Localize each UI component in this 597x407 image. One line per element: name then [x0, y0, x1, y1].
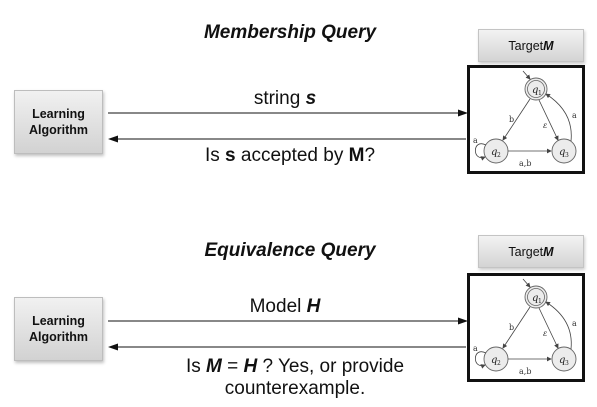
- state-q2-label: q: [491, 355, 497, 366]
- state-q3-label: q: [559, 147, 565, 158]
- membership-answer-label: Is s accepted by M?: [204, 145, 376, 166]
- svg-text:1: 1: [538, 298, 542, 305]
- svg-text:a,b: a,b: [519, 367, 531, 376]
- learner-label-line2: Algorithm: [28, 123, 89, 137]
- equivalence-answer-label: Is M = H ? Yes, or provide counterexampl…: [185, 356, 405, 399]
- dfa-diagram: q 1 q 2 q 3 b ε a a a,b: [473, 70, 577, 168]
- svg-text:a: a: [473, 344, 478, 353]
- svg-text:3: 3: [565, 360, 569, 367]
- state-q3-label: q: [559, 355, 565, 366]
- learner-label-line2: Algorithm: [28, 330, 89, 344]
- svg-text:a,b: a,b: [519, 159, 531, 168]
- state-q1-label: q: [532, 85, 538, 96]
- svg-text:b: b: [509, 115, 514, 124]
- state-q2-label: q: [491, 147, 497, 158]
- svg-text:a: a: [473, 136, 478, 145]
- state-q1-label: q: [532, 293, 538, 304]
- state-q1: [524, 77, 548, 101]
- svg-text:1: 1: [538, 90, 542, 97]
- svg-text:2: 2: [497, 360, 501, 367]
- target-label: Target M: [478, 29, 584, 62]
- target-automaton-frame: q 1 q 2 q 3 b ε a a a,b: [467, 65, 585, 174]
- learner-label-line1: Learning: [32, 314, 85, 328]
- model-h-label: Model H: [249, 296, 321, 317]
- target-automaton-frame-2: q 1 q 2 q 3 b ε a a a,b: [467, 273, 585, 382]
- dfa-diagram-2: q 1 q 2 q 3 b ε a a a,b: [473, 278, 577, 376]
- svg-text:a: a: [572, 319, 577, 328]
- svg-text:ε: ε: [543, 121, 547, 130]
- string-s-label: string s: [253, 88, 317, 109]
- svg-text:ε: ε: [543, 329, 547, 338]
- learning-algorithm-box-2: Learning Algorithm: [14, 297, 103, 361]
- membership-query-title: Membership Query: [203, 22, 377, 43]
- svg-text:3: 3: [565, 152, 569, 159]
- target-label-2: Target M: [478, 235, 584, 268]
- learner-label-line1: Learning: [32, 107, 85, 121]
- svg-text:a: a: [572, 111, 577, 120]
- state-q1: [524, 285, 548, 309]
- svg-text:2: 2: [497, 152, 501, 159]
- state-q3: [551, 346, 577, 372]
- equivalence-query-title: Equivalence Query: [204, 240, 376, 261]
- svg-text:b: b: [509, 323, 514, 332]
- learning-algorithm-box: Learning Algorithm: [14, 90, 103, 154]
- state-q3: [551, 138, 577, 164]
